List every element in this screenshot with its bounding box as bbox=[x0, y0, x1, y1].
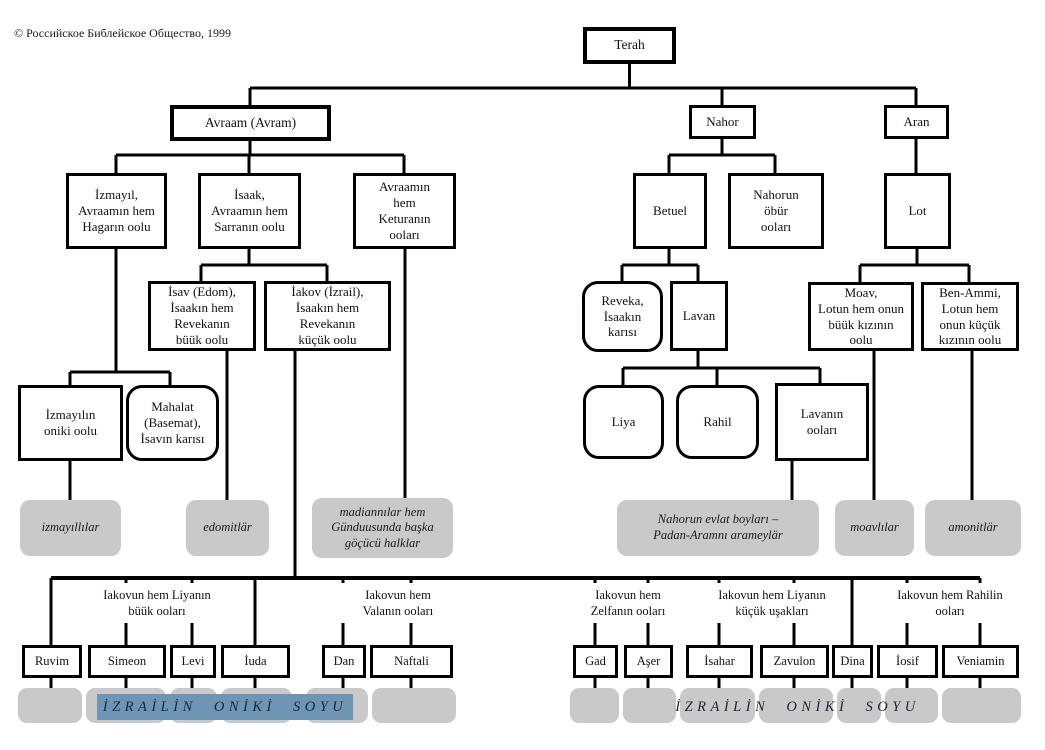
group-label-zelfa-sons: Iakovun hem Zelfanın ooları bbox=[568, 583, 688, 623]
band-segment bbox=[372, 688, 456, 723]
node-ruvim: Ruvim bbox=[22, 645, 82, 678]
node-nahor: Nahor bbox=[689, 105, 756, 139]
people-moavlilar: moavlılar bbox=[835, 500, 914, 556]
people-nahor-clans: Nahorun evlat boyları – Padan-Aramnı ara… bbox=[617, 500, 819, 556]
node-reveka: Reveka, İsaakın karısı bbox=[582, 281, 663, 352]
people-amonitlar: amonitlär bbox=[925, 500, 1021, 556]
node-dan: Dan bbox=[322, 645, 366, 678]
band-segment bbox=[942, 688, 1021, 723]
node-aran: Aran bbox=[884, 105, 949, 139]
node-isav: İsav (Edom), İsaakın hem Revekanın büük … bbox=[148, 281, 256, 351]
banner-twelve-tribes-right: İZRAİLİN ONİKİ SOYU bbox=[675, 698, 920, 715]
node-ben-ammi: Ben-Ammi, Lotun hem onun küçük kızının o… bbox=[921, 282, 1019, 351]
copyright-notice: © Российское Библейское Общество, 1999 bbox=[14, 26, 231, 40]
node-asher: Aşer bbox=[624, 645, 673, 678]
node-iuda: İuda bbox=[221, 645, 290, 678]
group-label-liya-younger-children: Iakovun hem Liyanın küçük uşakları bbox=[698, 583, 846, 623]
band-segment bbox=[18, 688, 82, 723]
people-madiannilar: madiannılar hem Günduusunda başka göçücü… bbox=[312, 498, 453, 558]
node-liya: Liya bbox=[583, 385, 664, 459]
band-segment bbox=[885, 688, 938, 723]
text-selection-highlight bbox=[97, 694, 353, 720]
node-avraam: Avraam (Avram) bbox=[170, 105, 331, 141]
band-segment bbox=[623, 688, 676, 723]
node-zavulon: Zavulon bbox=[760, 645, 829, 678]
node-lot: Lot bbox=[884, 173, 951, 249]
node-ketura-sons: Avraamın hem Keturanın ooları bbox=[353, 173, 456, 249]
node-moav: Moav, Lotun hem onun büük kızının oolu bbox=[808, 282, 914, 351]
node-dina: Dina bbox=[832, 645, 873, 678]
node-izmayil: İzmayıl, Avraamın hem Hagarın oolu bbox=[66, 173, 167, 249]
node-betuel: Betuel bbox=[633, 173, 707, 249]
node-terah: Terah bbox=[583, 27, 676, 64]
band-segment bbox=[680, 688, 755, 723]
band-segment bbox=[759, 688, 833, 723]
node-izmayil-twelve-sons: İzmayılın oniki oolu bbox=[18, 385, 123, 461]
group-label-vala-sons: Iakovun hem Valanın ooları bbox=[338, 583, 458, 623]
node-isahar: İsahar bbox=[686, 645, 753, 678]
group-label-liya-elder-sons: Iakovun hem Liyanın büük ooları bbox=[90, 583, 224, 623]
banner-twelve-tribes-left: İZRAİLİN ONİKİ SOYU bbox=[102, 698, 348, 715]
band-segment bbox=[570, 688, 619, 723]
node-rahil: Rahil bbox=[676, 385, 759, 459]
node-isaak: İsaak, Avraamın hem Sarranın oolu bbox=[198, 173, 301, 249]
band-segment bbox=[837, 688, 881, 723]
node-iakov: İakov (İzrail), İsaakın hem Revekanın kü… bbox=[264, 281, 391, 351]
people-izmayillilar: izmayıllılar bbox=[20, 500, 121, 556]
node-naftali: Naftali bbox=[370, 645, 453, 678]
node-iosif: İosif bbox=[877, 645, 938, 678]
node-veniamin: Veniamin bbox=[942, 645, 1019, 678]
node-lavan: Lavan bbox=[670, 281, 728, 351]
node-lavan-sons: Lavanın ooları bbox=[775, 383, 869, 461]
node-nahor-other-sons: Nahorun öbür ooları bbox=[728, 173, 824, 249]
node-levi: Levi bbox=[170, 645, 216, 678]
node-mahalat: Mahalat (Basemat), İsavın karısı bbox=[126, 385, 219, 461]
node-simeon: Simeon bbox=[88, 645, 166, 678]
group-label-rahil-sons: Iakovun hem Rahilin ooları bbox=[878, 583, 1022, 623]
node-gad: Gad bbox=[573, 645, 618, 678]
people-edomitlar: edomitlär bbox=[186, 500, 269, 556]
